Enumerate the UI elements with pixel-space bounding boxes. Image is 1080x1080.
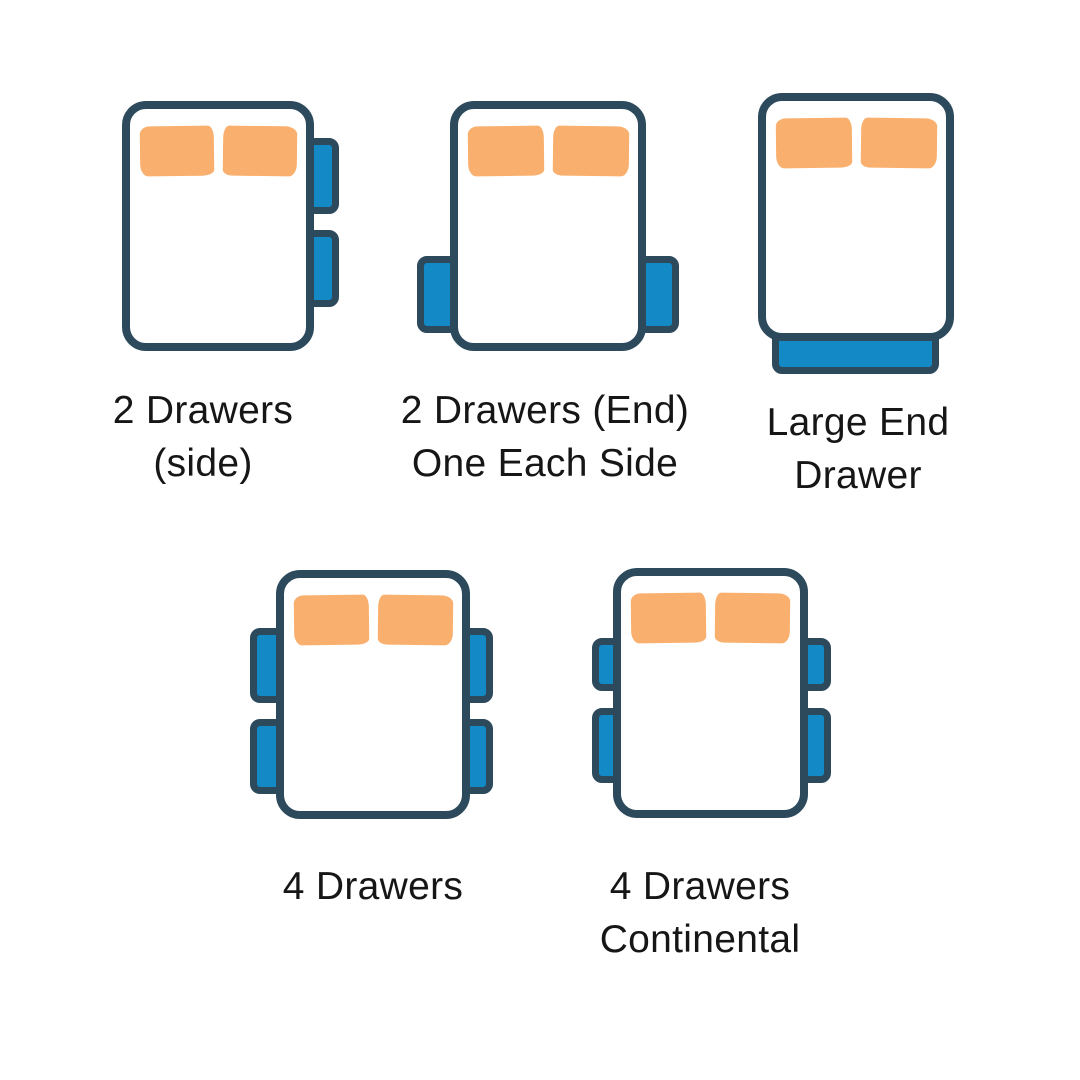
label-2-drawers-end-one-each-side: 2 Drawers (End) One Each Side: [400, 389, 690, 485]
bed-icon: [613, 568, 808, 818]
pillow-icon: [293, 594, 369, 646]
bed-icon: [276, 570, 470, 819]
pillow-icon: [222, 125, 297, 177]
bed-icon: [450, 101, 646, 351]
pillow-icon: [552, 125, 629, 177]
label-4-drawers: 4 Drawers: [282, 865, 464, 908]
pillow-icon: [139, 125, 214, 177]
bed-icon: [758, 93, 954, 341]
pillow-icon: [630, 592, 707, 644]
pillow-icon: [714, 592, 791, 644]
bed-icon: [122, 101, 314, 351]
pillow-icon: [467, 125, 544, 177]
label-4-drawers-continental: 4 Drawers Continental: [599, 865, 801, 961]
pillow-icon: [860, 117, 937, 169]
pillow-icon: [377, 594, 453, 646]
label-2-drawers-side: 2 Drawers (side): [112, 389, 294, 485]
pillow-icon: [775, 117, 852, 169]
label-large-end-drawer: Large End Drawer: [766, 401, 950, 497]
